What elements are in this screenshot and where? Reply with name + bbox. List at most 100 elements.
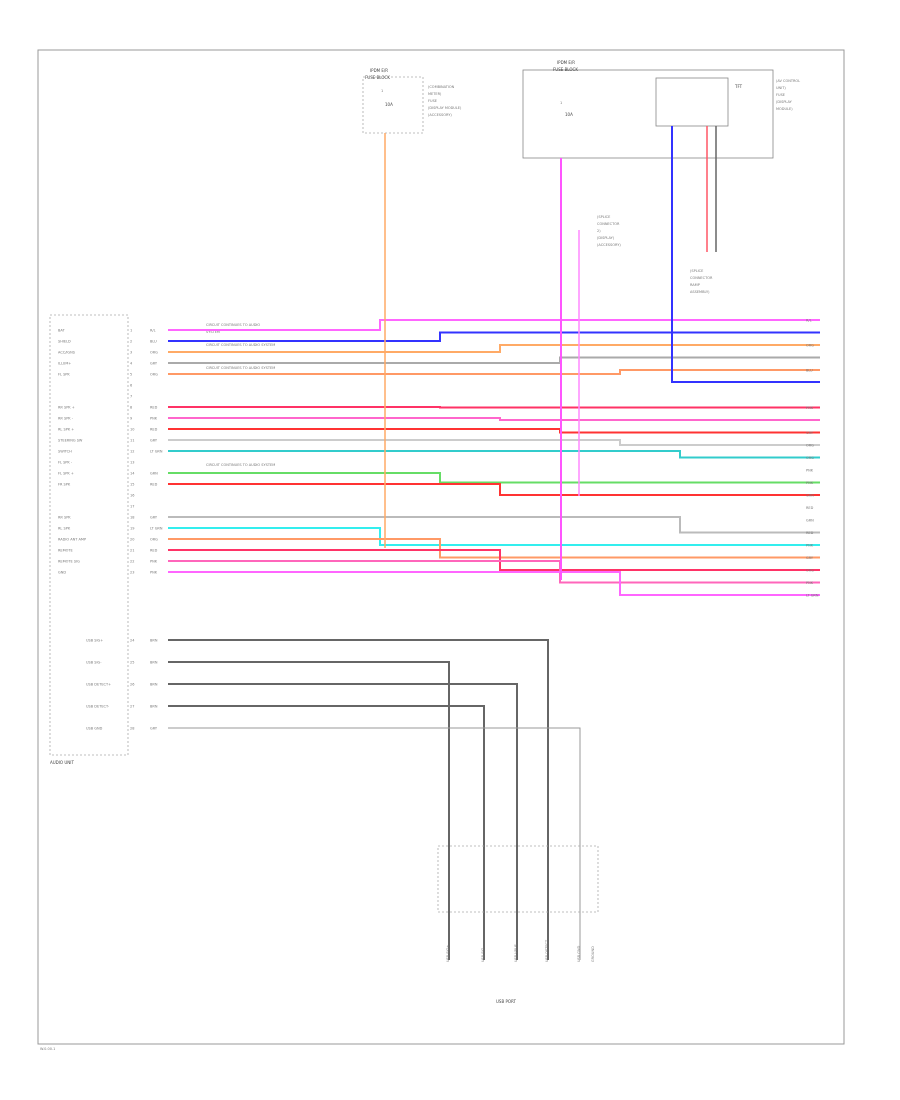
dest-color-20: GRY: [806, 556, 814, 560]
pin-name-1: BAT: [58, 329, 66, 333]
pin-num-16: 16: [130, 494, 134, 498]
wire-19: [168, 527, 820, 546]
wire-2: [168, 331, 820, 342]
pin-color-2: BLU: [150, 340, 157, 344]
fuse-left-desc-0: (COMBINATION: [428, 85, 455, 89]
pin-num-5: 5: [130, 373, 132, 377]
pin-name-19: RL SPK: [58, 527, 71, 531]
pin-num-19: 19: [130, 527, 134, 531]
pin-name-3: ACC/IGNS: [58, 351, 76, 355]
joint-label-3: ASSEMBLY): [690, 290, 710, 294]
pin-color-20: ORG: [150, 538, 158, 542]
pin-num-13: 13: [130, 461, 134, 465]
right-module-desc-1: UNIT): [776, 86, 786, 90]
usb-pin-color-26: BRN: [150, 683, 158, 687]
pin-color-19: LT GRN: [150, 527, 163, 531]
usb-pin-color-24: BRN: [150, 639, 158, 643]
joint-label-0: (SPLICE: [690, 269, 703, 273]
usb-wire-24: [168, 639, 549, 960]
wire-20: [168, 538, 820, 559]
dest-color-15: GRN: [806, 494, 814, 498]
fuse-right-fuse: 10A: [565, 112, 573, 117]
note-1: SYSTEM: [206, 330, 220, 334]
dest-color-17: GRN: [806, 519, 814, 523]
pin-num-20: 20: [130, 538, 134, 542]
wire-14: [168, 472, 820, 484]
pin-num-6: 6: [130, 384, 132, 388]
pin-color-18: GRY: [150, 516, 158, 520]
usb-bottom-label-0: USB SIG+: [446, 945, 450, 962]
feed-blue: [671, 126, 820, 383]
usb-wire-28: [168, 727, 581, 960]
usb-connector: [437, 845, 599, 913]
usb-bottom-label-3: USB DETECT: [545, 939, 549, 962]
pin-name-4: ILLUM+: [58, 362, 71, 366]
dest-color-11: ORG: [806, 444, 814, 448]
dest-color-1: R/L: [806, 319, 812, 323]
pin-color-9: PNK: [150, 417, 158, 421]
pin-num-15: 15: [130, 483, 134, 487]
usb-pin-num-24: 24: [130, 639, 135, 643]
fuse-left-pin: 1: [381, 89, 383, 93]
audio-unit-label: AUDIO UNIT: [50, 760, 74, 765]
dest-color-23: LT GRN: [806, 594, 819, 598]
usb-pin-num-27: 27: [130, 705, 134, 709]
pin-num-1: 1: [130, 329, 132, 333]
usb-wire-25: [168, 661, 450, 960]
usb-pin-name-26: USB DETECT+: [86, 683, 111, 687]
joint-label: (SPLICE CONNECTOR RAMP ASSEMBLY): [690, 269, 713, 294]
right-module-desc-0: (AV CONTROL: [776, 79, 800, 83]
right-module-title: TFT: [734, 84, 743, 89]
pin-num-2: 2: [130, 340, 132, 344]
right-module-desc-3: (DISPLAY: [776, 100, 793, 104]
splice-label-1: CONNECTOR: [597, 222, 620, 226]
pin-num-21: 21: [130, 549, 134, 553]
right-module-desc-2: FUSE: [776, 93, 785, 97]
pin-name-12: SWITCH: [58, 450, 72, 454]
splice-label: (SPLICE CONNECTOR 2) (DISPLAY) (ACCESSOR…: [597, 215, 621, 247]
joint-label-1: CONNECTOR: [690, 276, 713, 280]
usb-pin-color-27: BRN: [150, 705, 158, 709]
pin-name-23: GND: [58, 571, 66, 575]
pin-color-11: GRY: [150, 439, 158, 443]
dest-color-3: ORG: [806, 344, 814, 348]
dest-color-13: PNK: [806, 469, 814, 473]
usb-wire-26: [168, 683, 518, 960]
pin-num-22: 22: [130, 560, 134, 564]
usb-pin-name-27: USB DETECT-: [86, 705, 110, 709]
dest-color-14: PNK: [806, 481, 814, 485]
usb-bottom-label-4: USB GND: [577, 945, 581, 962]
pin-name-9: RR SPK -: [58, 417, 74, 421]
splice-label-2: 2): [597, 229, 601, 233]
dest-color-16: RED: [806, 506, 814, 510]
usb-port-label: USB PORT: [496, 999, 517, 1004]
usb-pin-num-28: 28: [130, 727, 134, 731]
pin-name-5: FL SPK: [58, 373, 70, 377]
dest-color-21: ORG: [806, 569, 814, 573]
pin-name-2: SHIELD: [58, 340, 71, 344]
dest-color-19: PNK: [806, 544, 814, 548]
pin-name-10: RL SPK +: [58, 428, 74, 432]
pin-name-15: FR SPK: [58, 483, 71, 487]
usb-pin-color-25: BRN: [150, 661, 158, 665]
wire-1: [168, 319, 820, 331]
pin-color-8: RED: [150, 406, 158, 410]
pin-num-12: 12: [130, 450, 134, 454]
note-0: CIRCUIT CONTINUES TO AUDIO: [206, 323, 260, 327]
fuse-right-pin: 1: [560, 101, 562, 105]
pin-name-20: RADIO ANT AMP: [58, 538, 86, 542]
splice-label-3: (DISPLAY): [597, 236, 615, 240]
pin-num-8: 8: [130, 406, 132, 410]
fuse-left-desc-4: (ACCESSORY): [428, 113, 452, 117]
joint-label-2: RAMP: [690, 283, 700, 287]
dest-color-22: PNK: [806, 581, 814, 585]
wire-8: [168, 406, 820, 409]
dest-color-5: BLU: [806, 369, 813, 373]
right-module-desc-4: MODULE): [776, 107, 793, 111]
wire-3: [168, 344, 820, 353]
pin-color-21: RED: [150, 549, 158, 553]
circuit-notes: CIRCUIT CONTINUES TO AUDIO SYSTEM CIRCUI…: [206, 323, 275, 467]
diagram-border: [37, 49, 845, 1045]
pin-num-3: 3: [130, 351, 132, 355]
fuse-left-title: IPDM E/R: [370, 68, 388, 73]
